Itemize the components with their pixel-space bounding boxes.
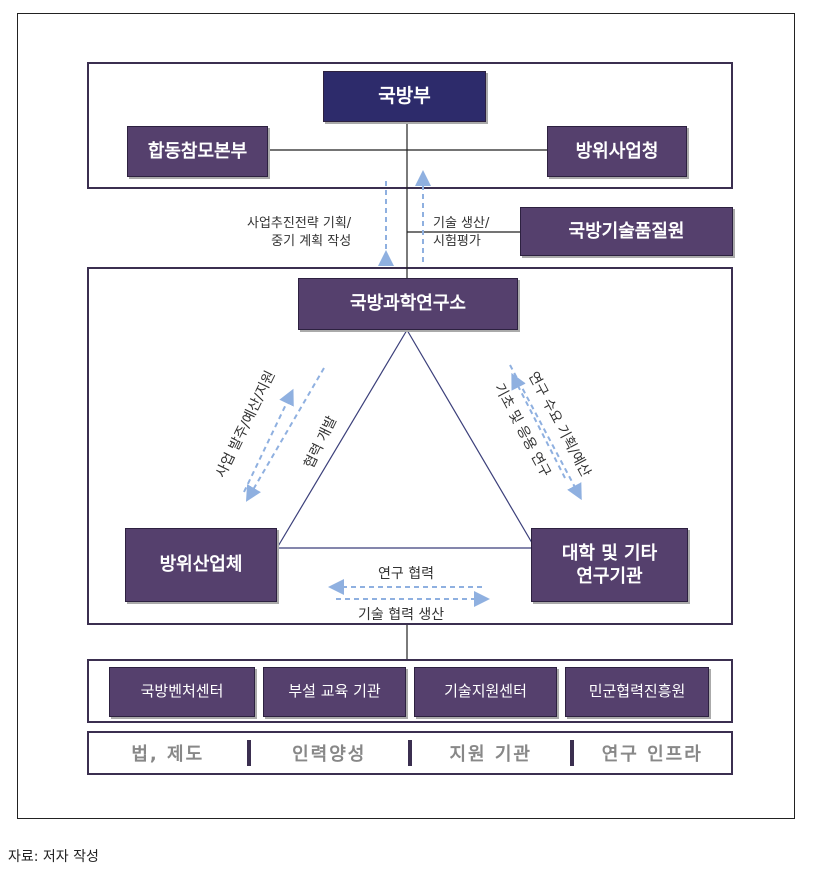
infra-workforce: 인력양성: [292, 744, 367, 765]
research-coop-label: 연구 협력: [378, 566, 434, 582]
support-civil-military-agency: 민군협력진흥원: [565, 667, 709, 717]
source-note: 자료: 저자 작성: [8, 849, 99, 865]
support-education-institute: 부설 교육 기관: [263, 667, 406, 717]
triangle-left-edge: [276, 329, 408, 549]
university-box: 대학 및 기타 연구기관: [531, 528, 688, 602]
infra-research: 연구 인프라: [601, 744, 703, 765]
infra-law: 법, 제도: [131, 744, 205, 765]
jcs-box: 합동참모본부: [127, 126, 268, 177]
arrow-right-inner: [511, 372, 566, 479]
add-box: 국방과학연구소: [298, 278, 518, 330]
mnd-box: 국방부: [323, 71, 486, 122]
industry-box: 방위산업체: [125, 528, 277, 602]
triangle-right-edge: [406, 329, 536, 549]
diagram-frame: [17, 13, 795, 819]
arrow-left-inner: [245, 367, 325, 502]
dtaq-box: 국방기술품질원: [520, 207, 733, 256]
infra-support-agency: 지원 기관: [449, 744, 532, 765]
infra-separator: [569, 740, 574, 766]
tech-coop-label: 기술 협력 생산: [358, 607, 445, 623]
arrow-right-outer: [509, 364, 582, 501]
planning-label: 사업추진전략 기획/ 중기 계획 작성: [247, 216, 352, 249]
infra-separator: [408, 740, 412, 766]
infra-separator: [246, 740, 251, 766]
dapa-box: 방위사업청: [547, 126, 687, 177]
infra-row: 법, 제도 인력양성 지원 기관 연구 인프라: [87, 731, 733, 775]
tech-test-label: 기술 생산/ 시험평가: [433, 216, 490, 249]
support-venture-center: 국방벤처센터: [109, 667, 255, 717]
support-tech-center: 기술지원센터: [414, 667, 557, 717]
